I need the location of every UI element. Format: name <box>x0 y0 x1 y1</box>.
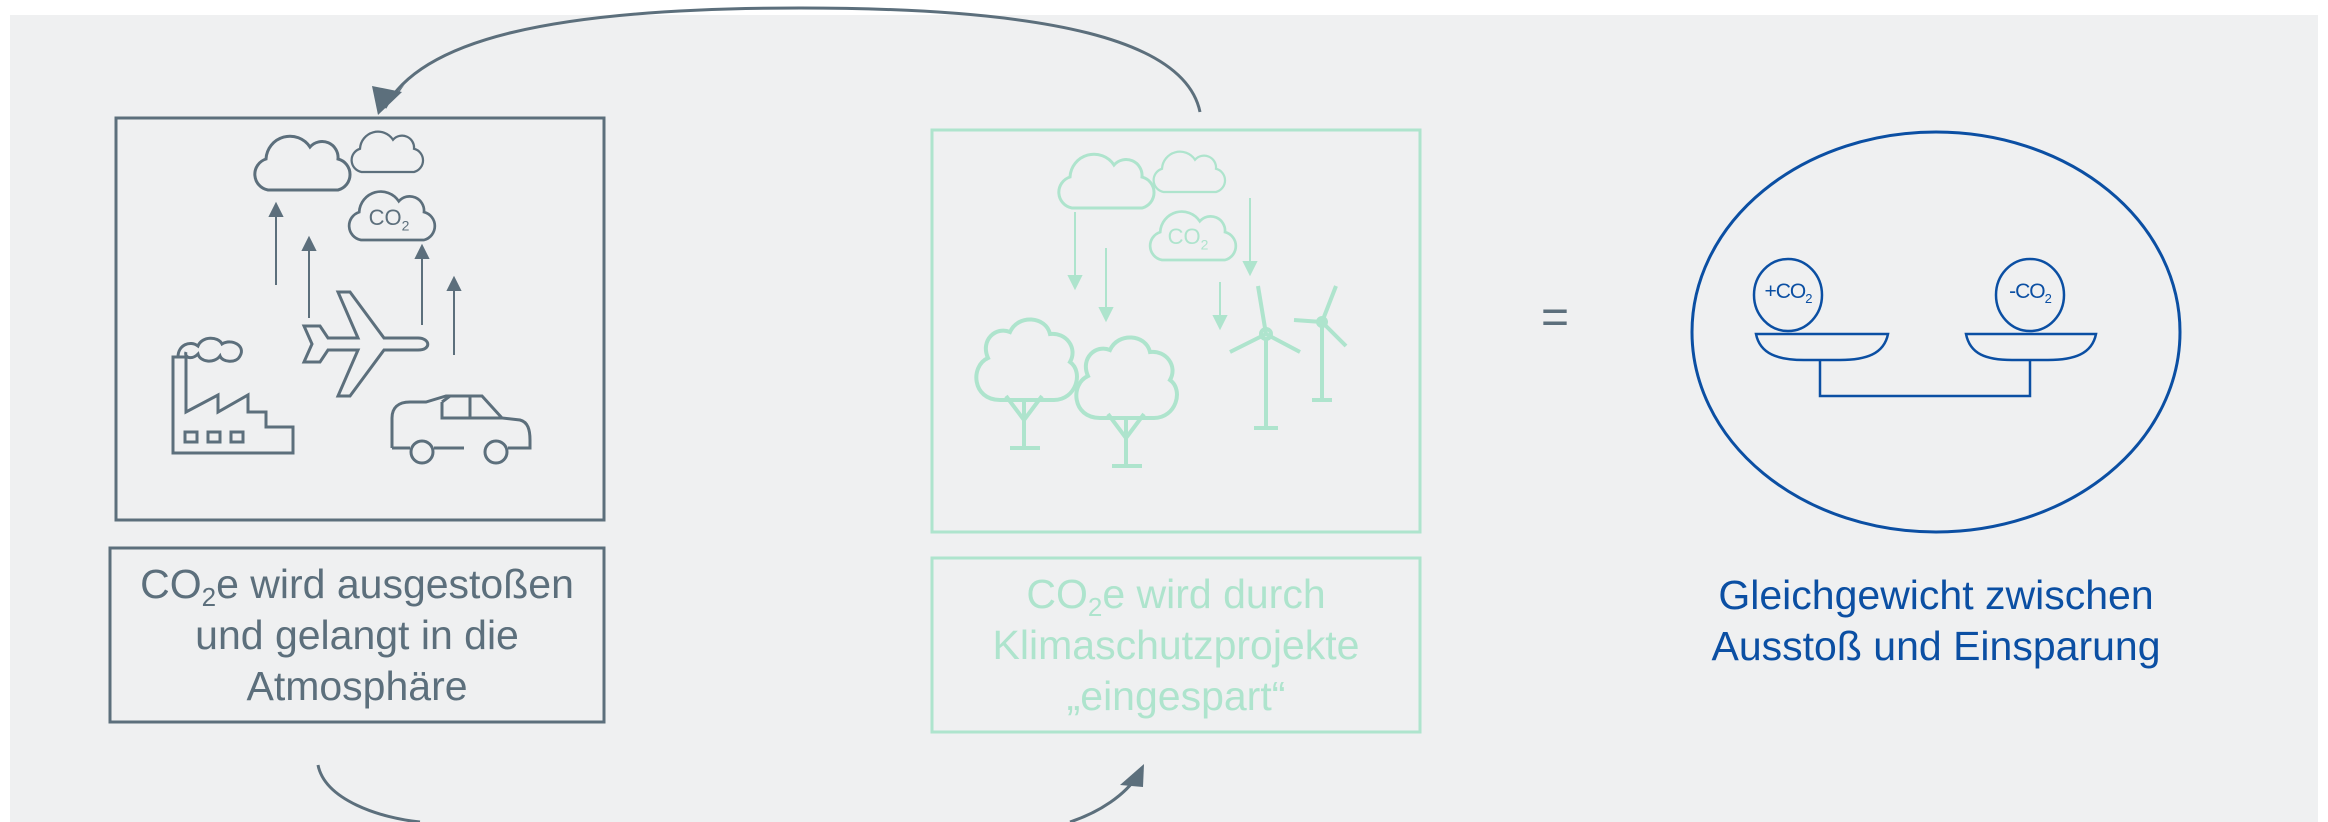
emission-label-line2: und gelangt in die <box>195 611 519 658</box>
right-weight-label: -CO <box>2009 280 2045 303</box>
emission-image-box <box>114 116 606 522</box>
car-icon <box>390 394 532 465</box>
balance-label-line1: Gleichgewicht zwischen <box>1718 572 2154 618</box>
cloud-co-text: CO <box>1167 224 1201 249</box>
balance-ellipse <box>1690 130 2182 534</box>
offset-label: CO2e wird durch Klimaschutzprojekte „ein… <box>932 558 1420 732</box>
cloud-co-sub: 2 <box>1200 236 1209 253</box>
balance-label-line2: Ausstoß und Einsparung <box>1711 623 2161 669</box>
cloud-icon <box>350 130 425 174</box>
emission-label-line1: CO2e wird ausgestoßen <box>140 560 574 612</box>
cycle-arrowhead-top-shape <box>372 86 402 115</box>
cloud-co-sub: 2 <box>401 217 410 234</box>
emission-label-line3: Atmosphäre <box>246 662 468 709</box>
wind-turbine-icon <box>1229 285 1301 430</box>
offset-label-line3: „eingespart“ <box>1066 672 1286 719</box>
airplane-icon <box>301 290 430 398</box>
balance-right-weight-text: -CO2 <box>1994 280 2066 306</box>
offset-down-arrows <box>1067 198 1258 331</box>
scale-icon <box>1752 257 2098 398</box>
diagram-canvas <box>10 15 2318 822</box>
left-weight-sub: 2 <box>1805 291 1812 307</box>
cycle-arrow-icon <box>383 6 1202 113</box>
cycle-arrowhead-bottom <box>1120 764 1144 787</box>
emission-up-arrows <box>268 201 462 355</box>
emission-cloud-co2-text: CO2 <box>354 205 424 233</box>
offset-image-box <box>930 128 1422 534</box>
wind-turbine-icon <box>1293 285 1348 402</box>
cloud-icon <box>1057 152 1156 210</box>
balance-left-weight-text: +CO2 <box>1752 280 1824 306</box>
offset-label-line2: Klimaschutzprojekte <box>992 621 1360 668</box>
cloud-icon <box>253 134 352 192</box>
offset-label-box <box>930 556 1422 734</box>
factory-icon <box>171 336 295 455</box>
emission-label: CO2e wird ausgestoßen und gelangt in die… <box>110 548 604 722</box>
tree-icon <box>1074 335 1179 468</box>
right-weight-sub: 2 <box>2044 291 2052 307</box>
equals-sign: = <box>1540 291 1570 344</box>
tree-icon <box>974 317 1079 450</box>
cycle-arrow-bottom <box>316 764 421 822</box>
emission-label-box <box>108 546 606 724</box>
cloud-co-text: CO <box>368 205 402 230</box>
balance-label: Gleichgewicht zwischen Ausstoß und Einsp… <box>1680 566 2192 676</box>
offset-label-line1: CO2e wird durch <box>1026 570 1326 622</box>
left-weight-label: +CO <box>1764 280 1807 303</box>
offset-cloud-co2-text: CO2 <box>1153 224 1223 252</box>
cloud-icon <box>1152 150 1227 194</box>
